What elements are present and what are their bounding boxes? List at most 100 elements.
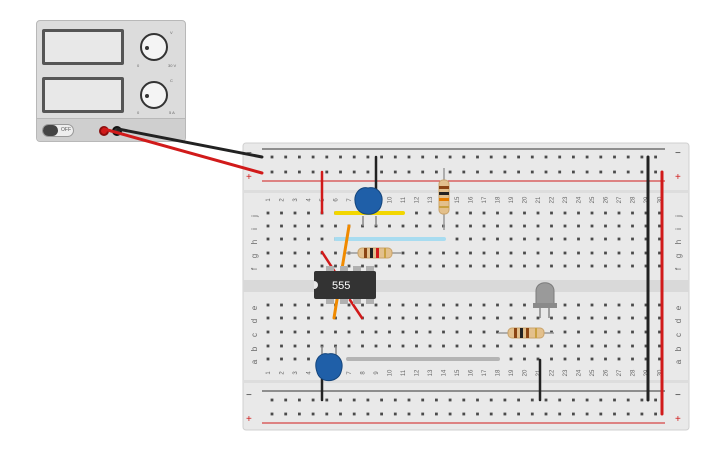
breadboard-hole[interactable] [550,264,553,268]
breadboard-hole[interactable] [293,237,297,241]
breadboard-hole[interactable] [442,330,445,334]
breadboard-hole[interactable] [462,412,466,416]
breadboard-hole[interactable] [469,264,472,268]
breadboard-hole[interactable] [496,264,499,268]
voltage-knob[interactable] [140,33,168,61]
breadboard-hole[interactable] [455,237,459,241]
breadboard-hole[interactable] [572,155,575,159]
breadboard-hole[interactable] [517,398,520,402]
breadboard-hole[interactable] [530,398,534,402]
breadboard-hole[interactable] [604,251,607,255]
breadboard-hole[interactable] [280,251,283,255]
breadboard-hole[interactable] [361,303,364,307]
breadboard-hole[interactable] [631,303,634,307]
breadboard-hole[interactable] [631,330,634,334]
breadboard-hole[interactable] [509,224,513,228]
breadboard-hole[interactable] [284,398,288,402]
breadboard-hole[interactable] [455,251,459,255]
breadboard-hole[interactable] [401,303,405,307]
breadboard-hole[interactable] [266,357,270,361]
breadboard-hole[interactable] [550,344,553,348]
breadboard-hole[interactable] [311,155,315,159]
breadboard-hole[interactable] [307,344,310,348]
breadboard-hole[interactable] [604,211,607,215]
breadboard-hole[interactable] [604,224,607,228]
breadboard-hole[interactable] [455,330,459,334]
breadboard-hole[interactable] [388,344,391,348]
breadboard-hole[interactable] [617,316,621,320]
breadboard-hole[interactable] [428,211,432,215]
breadboard-hole[interactable] [393,398,397,402]
breadboard-hole[interactable] [626,398,630,402]
breadboard-hole[interactable] [558,398,562,402]
breadboard-hole[interactable] [658,224,661,228]
breadboard-hole[interactable] [415,264,418,268]
breadboard-hole[interactable] [544,398,548,402]
breadboard-hole[interactable] [374,303,378,307]
breadboard-hole[interactable] [266,330,270,334]
breadboard-hole[interactable] [590,344,594,348]
breadboard-hole[interactable] [442,316,445,320]
breadboard-hole[interactable] [361,264,364,268]
breadboard-hole[interactable] [307,330,310,334]
breadboard-hole[interactable] [435,412,438,416]
breadboard-hole[interactable] [442,264,445,268]
breadboard-hole[interactable] [544,170,548,174]
breadboard-hole[interactable] [536,357,540,361]
breadboard-hole[interactable] [626,170,630,174]
breadboard-hole[interactable] [577,264,580,268]
breadboard-hole[interactable] [393,155,397,159]
breadboard-hole[interactable] [428,330,432,334]
breadboard-hole[interactable] [401,330,405,334]
breadboard-hole[interactable] [509,316,513,320]
breadboard-hole[interactable] [604,357,607,361]
breadboard-hole[interactable] [293,344,297,348]
breadboard-hole[interactable] [585,155,589,159]
breadboard-hole[interactable] [640,412,644,416]
breadboard-hole[interactable] [503,155,507,159]
breadboard-hole[interactable] [320,224,324,228]
breadboard-hole[interactable] [563,357,567,361]
breadboard-hole[interactable] [293,357,297,361]
breadboard-hole[interactable] [415,344,418,348]
breadboard-hole[interactable] [455,264,459,268]
breadboard-hole[interactable] [590,224,594,228]
breadboard-hole[interactable] [293,303,297,307]
breadboard-hole[interactable] [435,170,438,174]
breadboard-hole[interactable] [428,224,432,228]
breadboard-hole[interactable] [448,412,452,416]
breadboard-hole[interactable] [448,155,452,159]
breadboard-hole[interactable] [558,412,562,416]
breadboard-hole[interactable] [352,170,356,174]
breadboard-hole[interactable] [496,303,499,307]
breadboard-hole[interactable] [536,237,540,241]
breadboard-hole[interactable] [280,211,283,215]
breadboard-hole[interactable] [334,224,337,228]
breadboard-hole[interactable] [658,211,661,215]
breadboard-hole[interactable] [523,251,526,255]
breadboard-hole[interactable] [509,303,513,307]
breadboard-hole[interactable] [374,344,378,348]
breadboard-hole[interactable] [626,412,630,416]
breadboard-hole[interactable] [530,170,534,174]
breadboard-hole[interactable] [320,264,324,268]
breadboard-hole[interactable] [530,412,534,416]
breadboard-hole[interactable] [644,224,648,228]
breadboard-hole[interactable] [658,303,661,307]
breadboard-hole[interactable] [544,412,548,416]
breadboard-hole[interactable] [644,303,648,307]
breadboard-hole[interactable] [550,211,553,215]
breadboard-hole[interactable] [325,170,329,174]
breadboard-hole[interactable] [496,211,499,215]
breadboard-hole[interactable] [469,237,472,241]
breadboard-hole[interactable] [415,316,418,320]
breadboard-hole[interactable] [489,398,493,402]
breadboard-hole[interactable] [421,155,425,159]
breadboard-hole[interactable] [631,357,634,361]
breadboard-hole[interactable] [307,224,310,228]
breadboard-hole[interactable] [407,398,411,402]
breadboard-hole[interactable] [298,398,301,402]
breadboard-hole[interactable] [503,412,507,416]
breadboard-hole[interactable] [550,330,553,334]
breadboard-hole[interactable] [293,330,297,334]
